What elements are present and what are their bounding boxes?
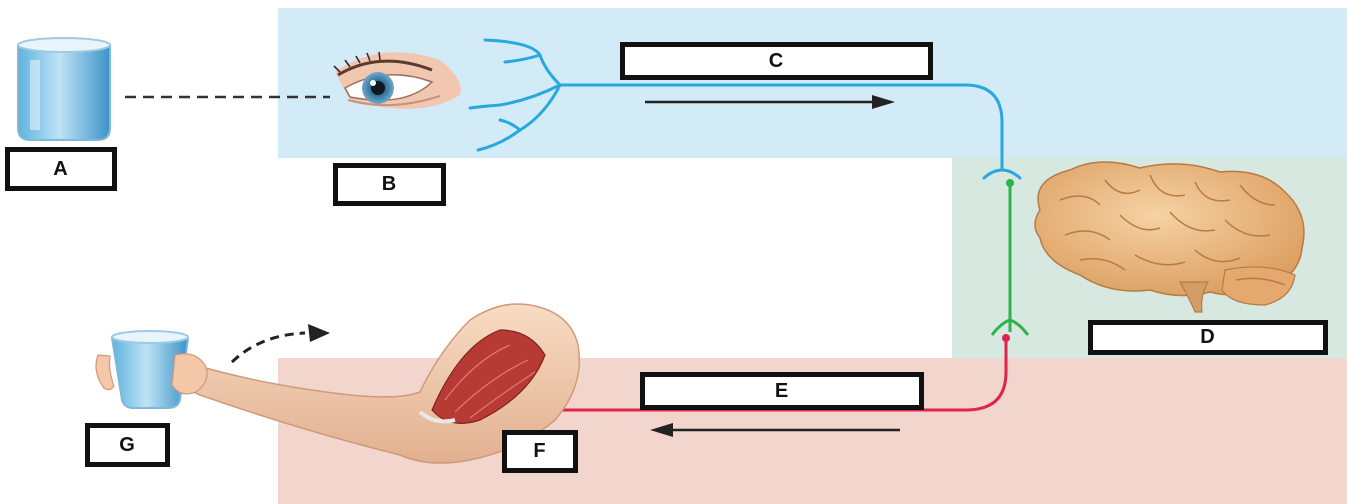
label-f-text: F [533,440,547,462]
label-c-text: C [768,49,785,72]
label-b-text: B [381,173,398,195]
motor-direction-arrow [650,423,900,437]
sensory-neuron [468,38,1022,180]
label-box-a: A [5,147,117,191]
sensory-direction-arrow [645,95,895,109]
motor-neuron-soma [1002,334,1010,342]
label-box-f: F [502,430,578,473]
brain-icon [1034,161,1305,313]
interneuron [990,179,1030,336]
label-d-text: D [1200,326,1216,348]
label-box-c: C [620,42,933,80]
label-e-text: E [774,379,790,402]
label-box-b: B [333,163,446,206]
label-g-text: G [119,433,136,456]
arm-icon [181,303,581,464]
glass-icon [95,330,208,409]
label-box-g: G [85,423,170,467]
beaker-icon [17,37,111,141]
eye-icon [333,51,461,109]
label-box-d: D [1088,320,1328,355]
label-box-e: E [640,372,924,410]
label-a-text: A [53,157,69,180]
movement-arrow [230,324,330,364]
